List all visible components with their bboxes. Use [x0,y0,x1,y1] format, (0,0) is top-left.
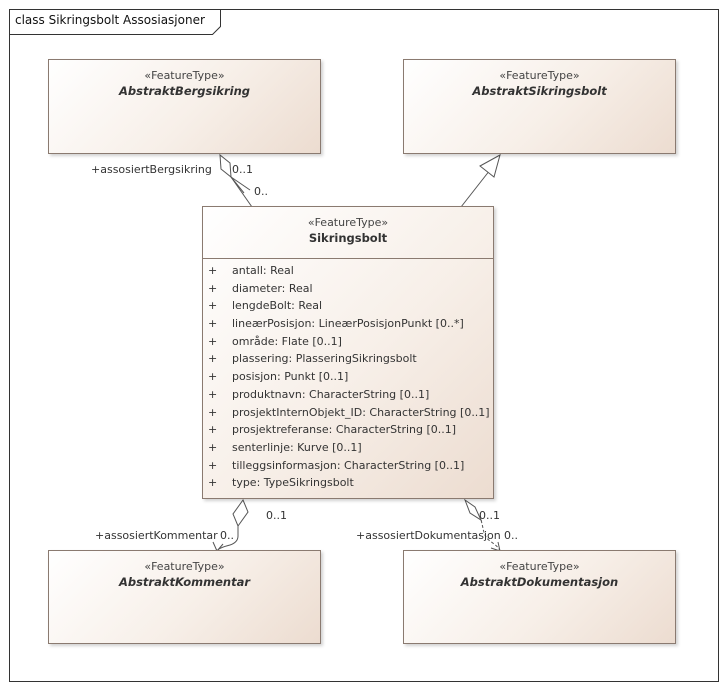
attribute-visibility: + [208,476,218,490]
attribute-row: + tilleggsinformasjon: CharacterString [0… [203,458,493,476]
multiplicity-dokumentasjon-target: 0.. [504,529,518,542]
role-label-kommentar: +assosiertKommentar [95,529,218,542]
attribute-row: + lineærPosisjon: LineærPosisjonPunkt [0.… [203,316,493,334]
class-abstrakt-sikringsbolt[interactable]: «FeatureType» AbstraktSikringsbolt [403,59,676,154]
multiplicity-bergsikring-target: 0..1 [232,163,253,176]
attribute-text: område: Flate [0..1] [232,334,342,348]
diagram-title-tab [9,9,221,35]
class-abstrakt-dokumentasjon[interactable]: «FeatureType» AbstraktDokumentasjon [403,550,676,644]
diagram-frame [9,9,719,682]
attribute-visibility: + [208,299,218,313]
attribute-visibility: + [208,458,218,472]
attribute-visibility: + [208,334,218,348]
attribute-row: + antall: Real [203,263,493,281]
multiplicity-kommentar-target: 0.. [220,529,234,542]
class-header: «FeatureType» Sikringsbolt [203,207,493,259]
attribute-text: senterlinje: Kurve [0..1] [232,440,362,454]
multiplicity-kommentar-source: 0..1 [266,509,287,522]
attribute-row: + senterlinje: Kurve [0..1] [203,440,493,458]
multiplicity-bergsikring-source: 0.. [254,185,268,198]
attribute-text: lineærPosisjon: LineærPosisjonPunkt [0..… [232,317,464,331]
class-name: AbstraktSikringsbolt [472,84,607,98]
attribute-text: diameter: Real [232,281,313,295]
attribute-row: + plassering: PlasseringSikringsbolt [203,351,493,369]
attribute-row: + type: TypeSikringsbolt [203,475,493,493]
class-name: AbstraktKommentar [118,575,251,589]
attribute-visibility: + [208,264,218,277]
generalization-sikringsbolt [460,153,501,208]
attribute-text: posisjon: Punkt [0..1] [232,370,349,384]
attribute-visibility: + [208,423,218,437]
class-stereotype: «FeatureType» [499,69,580,82]
role-label-dokumentasjon: +assosiertDokumentasjon [356,529,501,542]
attribute-text: lengdeBolt: Real [232,299,323,313]
class-sikringsbolt[interactable]: «FeatureType» Sikringsbolt + antall: Real… [202,206,494,499]
attribute-row: + prosjektreferanse: CharacterString [0..… [203,422,493,440]
attribute-row: + posisjon: Punkt [0..1] [203,369,493,387]
attribute-text: produktnavn: CharacterString [0..1] [232,387,430,401]
attribute-visibility: + [208,387,218,401]
attribute-row: + produktnavn: CharacterString [0..1] [203,387,493,405]
role-label-bergsikring: +assosiertBergsikring [91,163,212,176]
attribute-visibility: + [208,352,218,366]
attribute-visibility: + [208,317,218,331]
association-dokumentasjon [463,498,501,552]
attribute-text: prosjektInternObjekt_ID: CharacterString… [232,405,490,419]
diagram-title: class Sikringsbolt Assosiasjoner [15,13,205,27]
association-kommentar [212,498,249,552]
attribute-visibility: + [208,281,218,295]
association-bergsikring [219,153,253,208]
class-name: AbstraktDokumentasjon [460,575,619,589]
class-stereotype: «FeatureType» [144,560,225,573]
class-name: AbstraktBergsikring [119,84,250,98]
attribute-row: + diameter: Real [203,281,493,299]
class-stereotype: «FeatureType» [307,216,389,229]
attribute-text: tilleggsinformasjon: CharacterString [0.… [232,458,465,472]
attribute-text: plassering: PlasseringSikringsbolt [232,352,417,366]
attribute-row: + prosjektInternObjekt_ID: CharacterStrin… [203,405,493,423]
attribute-visibility: + [208,440,218,454]
class-abstrakt-kommentar[interactable]: «FeatureType» AbstraktKommentar [48,550,321,644]
class-stereotype: «FeatureType» [144,69,225,82]
attribute-row: + område: Flate [0..1] [203,334,493,352]
class-stereotype: «FeatureType» [499,560,580,573]
attribute-text: prosjektreferanse: CharacterString [0..1… [232,423,457,437]
attribute-row: + lengdeBolt: Real [203,298,493,316]
multiplicity-dokumentasjon-source: 0..1 [479,509,500,522]
attribute-visibility: + [208,370,218,384]
class-name: Sikringsbolt [308,231,388,245]
attribute-text: antall: Real [232,264,294,277]
class-abstrakt-bergsikring[interactable]: «FeatureType» AbstraktBergsikring [48,59,321,154]
attribute-visibility: + [208,405,218,419]
attribute-list: + antall: Real + diameter: Real + lengdeBolt:… [203,259,493,493]
attribute-text: type: TypeSikringsbolt [232,476,354,490]
